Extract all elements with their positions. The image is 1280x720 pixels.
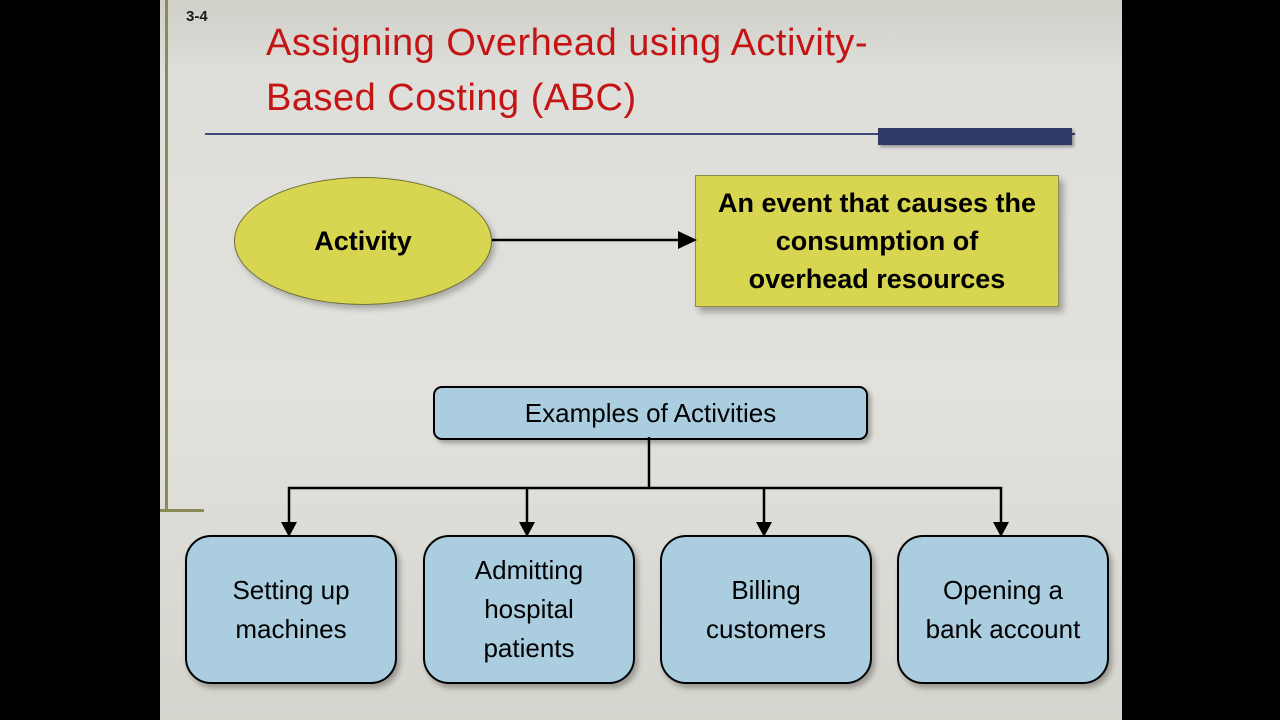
slide-page-number: 3-4 (186, 8, 208, 25)
slide-title-line2: Based Costing (ABC) (266, 77, 637, 119)
example-label: Admitting hospital patients (474, 555, 584, 663)
presentation-slide: 3-4 Assigning Overhead using Activity- B… (160, 0, 1122, 720)
example-box-setting-up-machines: Setting up machines (185, 535, 397, 684)
slide-title-line1: Assigning Overhead using Activity- (266, 22, 869, 64)
example-label: Setting up machines (232, 574, 350, 644)
example-label: Billing customers (706, 574, 826, 644)
definition-box: An event that causes the consumption of … (695, 175, 1059, 307)
title-underline (205, 133, 1075, 135)
examples-header-box: Examples of Activities (433, 386, 868, 440)
left-accent-tick (160, 509, 204, 512)
example-label: Opening a bank account (925, 574, 1081, 644)
activity-label: Activity (314, 225, 412, 256)
examples-header-label: Examples of Activities (524, 397, 777, 428)
slide-title: Assigning Overhead using Activity- Based… (266, 16, 1046, 126)
example-box-opening-a-bank-account: Opening a bank account (897, 535, 1109, 684)
title-accent-bar (878, 128, 1072, 145)
example-box-billing-customers: Billing customers (660, 535, 872, 684)
example-box-admitting-hospital-patients: Admitting hospital patients (423, 535, 635, 684)
left-accent-line (165, 0, 168, 512)
definition-text: An event that causes the consumption of … (717, 188, 1037, 294)
activity-ellipse: Activity (234, 177, 492, 305)
